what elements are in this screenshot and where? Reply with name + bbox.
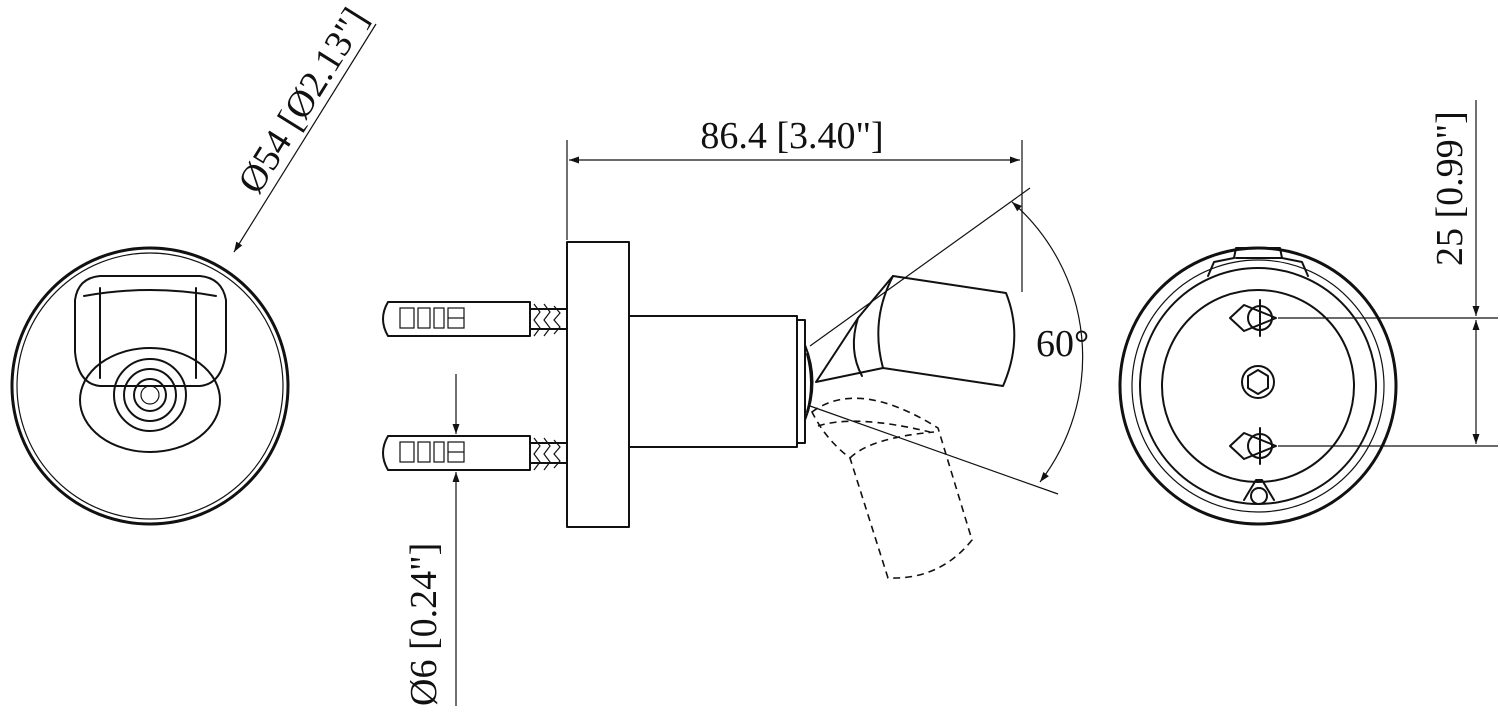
side-view: [382, 241, 1016, 579]
angle-dimension: 60°: [809, 187, 1089, 495]
diameter-label: Ø54 [Ø2.13"]: [230, 1, 377, 201]
anchor-dimension: Ø6 [0.24"]: [403, 374, 460, 706]
angle-label: 60°: [1036, 323, 1089, 365]
spacing-dimension: 25 [0.99"]: [1278, 100, 1498, 447]
back-view: [1118, 246, 1398, 526]
diameter-dimension: Ø54 [Ø2.13"]: [230, 1, 377, 253]
length-dimension: 86.4 [3.40"]: [566, 115, 1023, 292]
spacing-label: 25 [0.99"]: [1429, 111, 1471, 266]
anchor-label: Ø6 [0.24"]: [403, 543, 445, 706]
front-view: [10, 246, 290, 526]
length-label: 86.4 [3.40"]: [700, 115, 883, 157]
